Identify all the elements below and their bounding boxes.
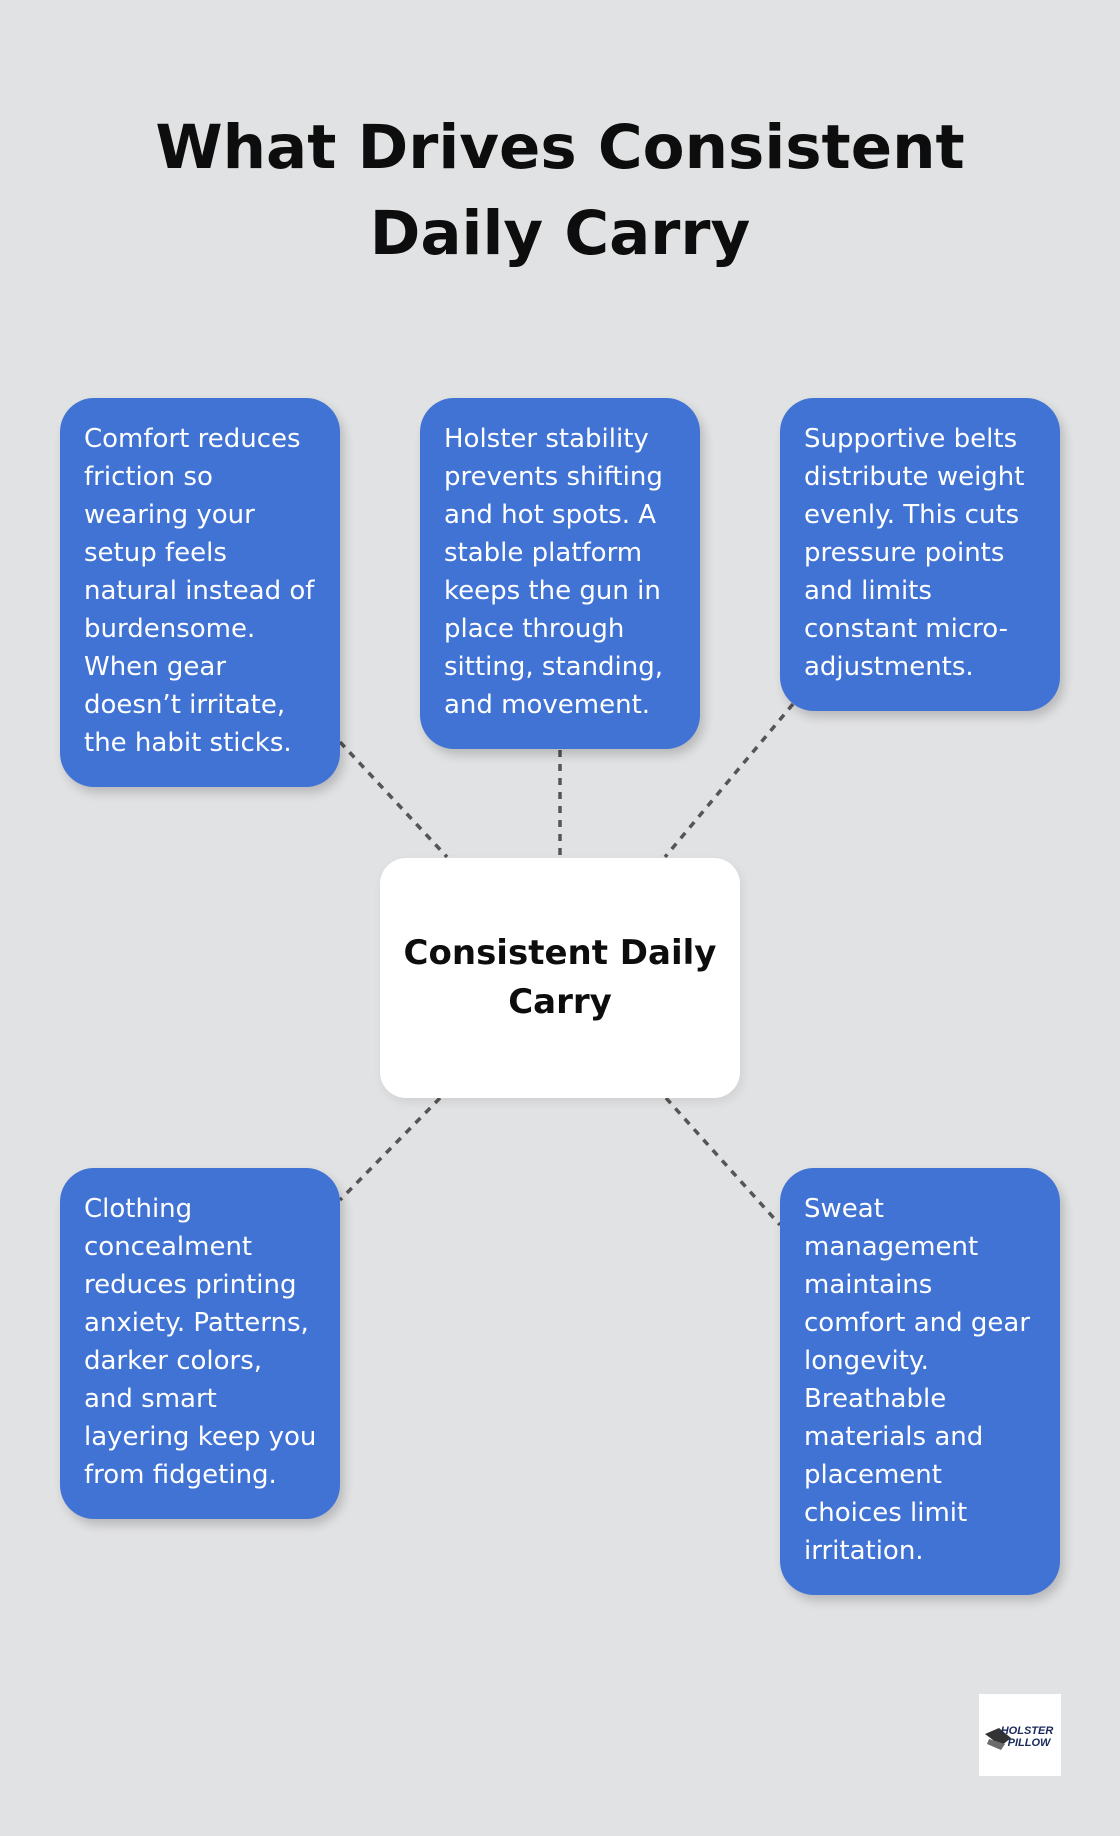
node-sweat-management-text: Sweat management maintains comfort and g… [804,1194,1031,1566]
node-holster-stability-text: Holster stability prevents shifting and … [444,424,664,720]
connector-top-left [338,740,449,859]
node-holster-stability: Holster stability prevents shifting and … [420,398,700,749]
brand-logo-mark: HOLSTER PILLOW [985,1725,1054,1750]
connector-top-right [663,702,795,859]
connector-bottom-right [664,1096,782,1227]
center-node-label: Consistent Daily Carry [403,933,717,1022]
node-supportive-belts-text: Supportive belts distribute weight evenl… [804,424,1025,682]
node-comfort-text: Comfort reduces friction so wearing your… [84,424,315,758]
svg-text:HOLSTER: HOLSTER [1001,1725,1054,1737]
node-supportive-belts: Supportive belts distribute weight evenl… [780,398,1060,711]
connector-bottom-left [338,1096,442,1202]
diagram-title: What Drives Consistent Daily Carry [155,112,965,269]
center-node: Consistent Daily Carry [380,858,740,1098]
brand-logo: HOLSTER PILLOW [979,1694,1061,1776]
node-clothing-concealment-text: Clothing concealment reduces printing an… [84,1194,317,1490]
node-clothing-concealment: Clothing concealment reduces printing an… [60,1168,340,1519]
node-comfort: Comfort reduces friction so wearing your… [60,398,340,787]
svg-text:PILLOW: PILLOW [1008,1737,1052,1749]
node-sweat-management: Sweat management maintains comfort and g… [780,1168,1060,1595]
